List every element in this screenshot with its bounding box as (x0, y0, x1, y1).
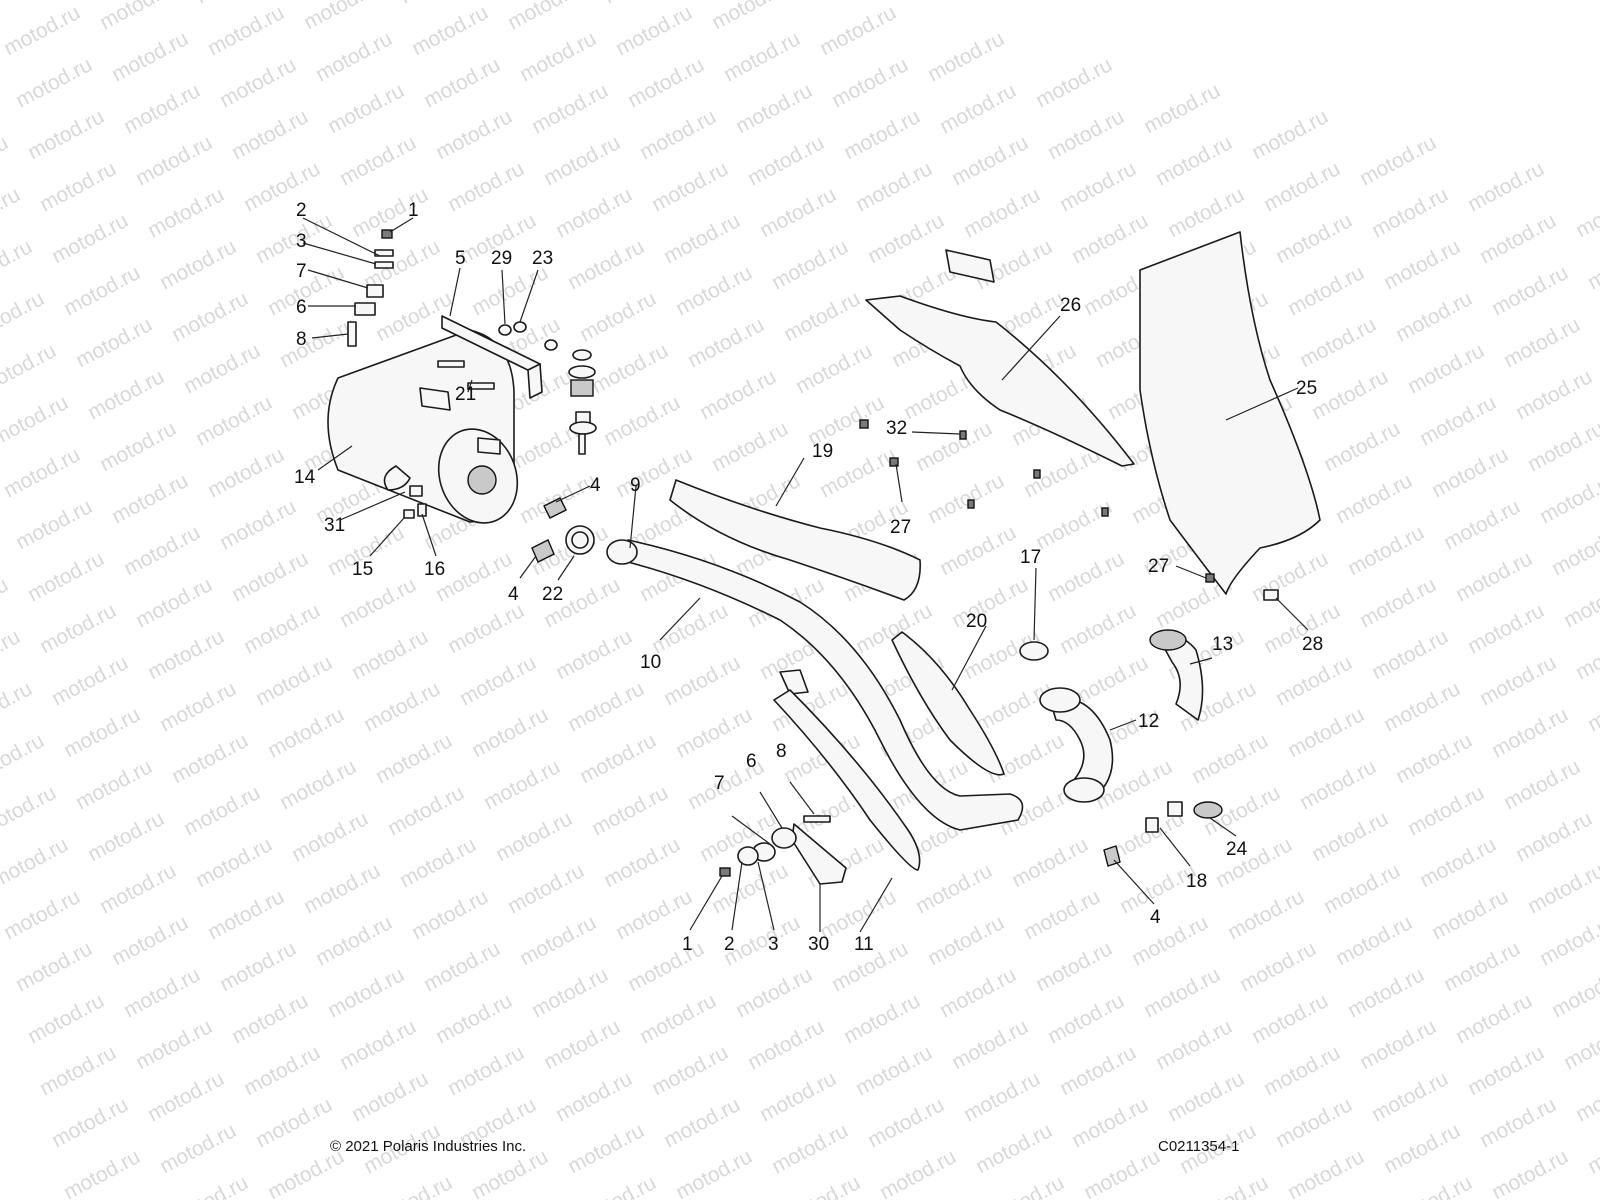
elbow-12[interactable] (1039, 687, 1114, 803)
heat-shield-20[interactable] (891, 631, 1005, 776)
callout-4a: 4 (590, 475, 601, 496)
callout-3: 3 (296, 231, 307, 252)
callout-13: 13 (1212, 634, 1233, 655)
callout-23: 23 (532, 248, 553, 269)
callout-27b: 27 (1148, 556, 1169, 577)
figure-id: C0211354-1 (1158, 1138, 1240, 1155)
callout-11: 11 (854, 934, 874, 955)
callout-32: 32 (886, 418, 907, 439)
callout-9: 9 (630, 475, 641, 496)
callout-15: 15 (352, 559, 373, 580)
callout-27a: 27 (890, 517, 911, 538)
callout-31: 31 (324, 515, 345, 536)
springs-and-gaskets[interactable] (403, 485, 595, 563)
callout-14: 14 (294, 467, 316, 488)
shield-13[interactable] (1149, 629, 1204, 721)
isolator-mounts[interactable] (437, 321, 597, 455)
callout-1: 1 (408, 200, 419, 221)
muffler[interactable] (327, 329, 530, 534)
callout-17: 17 (1020, 547, 1041, 568)
callout-25: 25 (1296, 378, 1317, 399)
callout-12: 12 (1138, 711, 1159, 732)
heat-shield-11[interactable] (773, 689, 921, 871)
callout-18: 18 (1186, 871, 1207, 892)
copyright-text: © 2021 Polaris Industries Inc. (330, 1138, 527, 1155)
leader-lines (302, 217, 1309, 933)
muffler-bracket[interactable] (441, 315, 543, 399)
head-pipe[interactable] (606, 539, 1024, 831)
callout-2b: 2 (724, 934, 735, 955)
callout-labels: 1 2 3 7 6 8 5 29 23 21 14 31 15 16 4 22 … (294, 200, 1323, 955)
callout-2: 2 (296, 200, 307, 221)
callout-4c: 4 (1150, 907, 1161, 928)
callout-7b: 7 (714, 773, 725, 794)
bracket-30[interactable] (719, 815, 847, 885)
callout-19: 19 (812, 441, 833, 462)
callout-22: 22 (542, 584, 563, 605)
callout-26: 26 (1060, 295, 1081, 316)
heat-shield-19[interactable] (669, 479, 921, 601)
heat-shield-26[interactable] (865, 249, 1135, 467)
callout-5: 5 (455, 248, 466, 269)
heat-shield-25[interactable] (1139, 231, 1321, 595)
callout-6: 6 (296, 297, 307, 318)
fastener-stack-top[interactable] (347, 229, 394, 347)
callout-16: 16 (424, 559, 445, 580)
callout-4b: 4 (508, 584, 519, 605)
callout-28: 28 (1302, 634, 1323, 655)
callout-8b: 8 (776, 741, 787, 762)
callout-20: 20 (966, 611, 987, 632)
callout-1b: 1 (682, 934, 693, 955)
callout-29: 29 (491, 248, 512, 269)
callout-21: 21 (455, 384, 476, 405)
callout-6b: 6 (746, 751, 757, 772)
callout-7: 7 (296, 261, 307, 282)
small-hardware-right[interactable] (859, 419, 1279, 867)
callout-30: 30 (808, 934, 829, 955)
callout-24: 24 (1226, 839, 1248, 860)
callout-3b: 3 (768, 934, 779, 955)
callout-8: 8 (296, 329, 307, 350)
callout-10: 10 (640, 652, 661, 673)
